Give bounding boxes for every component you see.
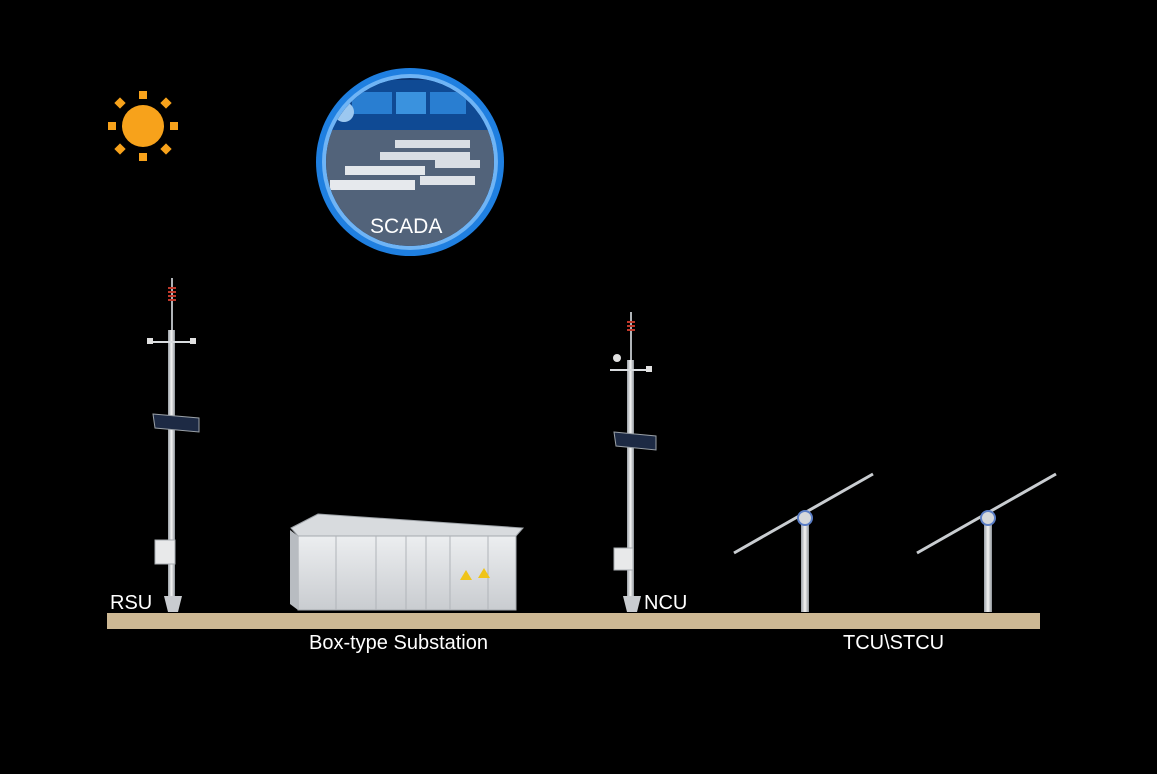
substation-label: Box-type Substation [309, 632, 488, 654]
ncu-mast [610, 312, 657, 612]
rsu-label: RSU [110, 592, 153, 614]
scada-badge [316, 68, 504, 256]
tracker-label: TCU\STCU [843, 632, 945, 654]
rsu-mast [147, 278, 200, 612]
box-type-substation [290, 513, 525, 611]
tracker-1 [733, 472, 874, 612]
sun-icon [108, 91, 178, 161]
scada-label: SCADA [370, 215, 443, 238]
ncu-label: NCU [644, 592, 688, 614]
ground-strip [107, 613, 1040, 629]
tracker-2 [916, 472, 1057, 612]
